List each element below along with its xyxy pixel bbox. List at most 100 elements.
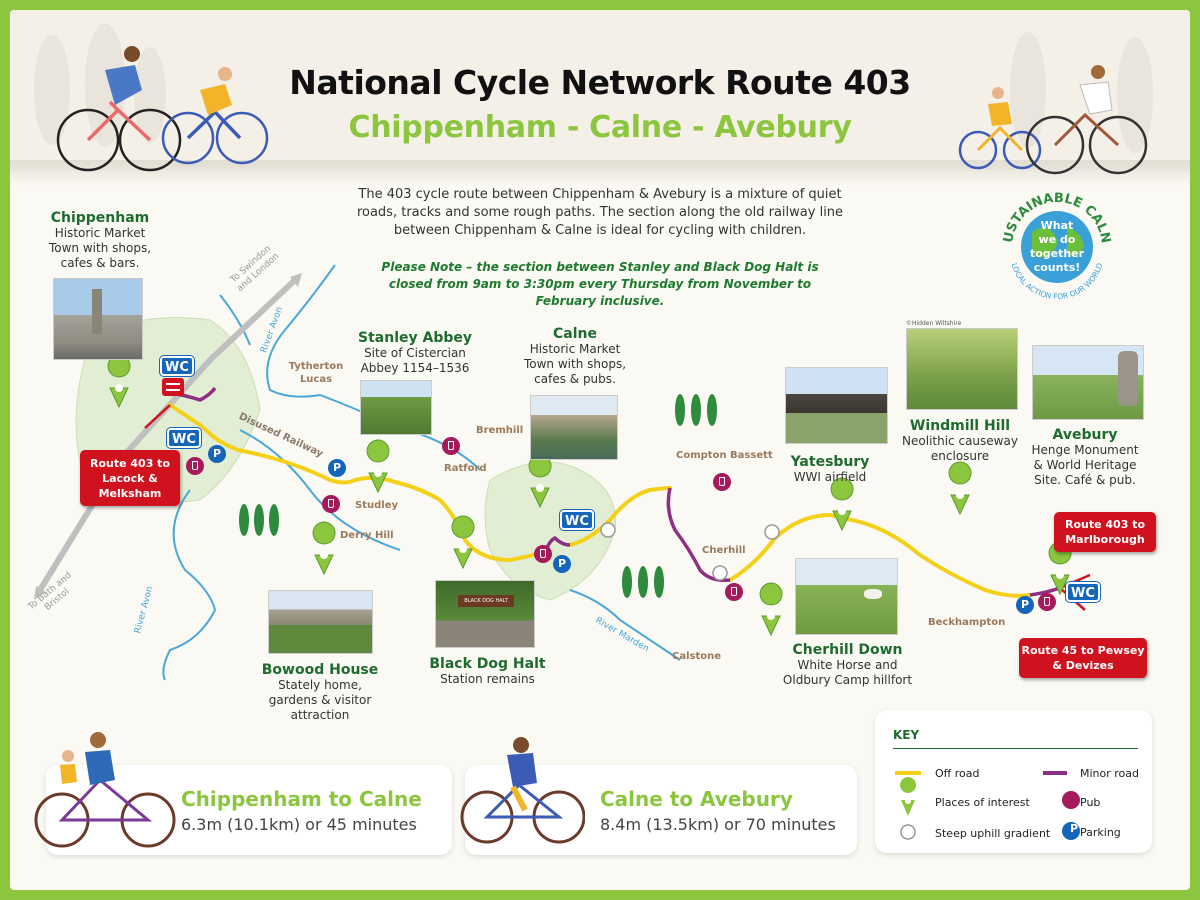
town-tytherton: Tytherton Lucas	[288, 361, 344, 385]
place-title: Yatesbury	[790, 454, 870, 470]
place-avebury: Avebury Henge Monument & World Heritage …	[1025, 427, 1145, 488]
header-tree-left-icon	[34, 23, 166, 147]
cyclist-left-icon	[56, 100, 269, 172]
parking-icon: P	[1016, 596, 1034, 614]
town-bremhill: Bremhill	[476, 425, 524, 436]
photo-avebury	[1032, 345, 1144, 420]
wc-badge: WC	[160, 356, 194, 376]
key-pub-icon	[1062, 791, 1080, 809]
red-arrow-lacock	[144, 404, 171, 429]
place-chippenham: Chippenham Historic Market Town with sho…	[45, 210, 155, 271]
wc-badge: WC	[167, 428, 201, 448]
wc-badge: WC	[1066, 582, 1100, 602]
photo-chippenham	[53, 278, 143, 360]
poi-cherhill-icon	[759, 582, 783, 637]
place-title: Stanley Abbey	[358, 330, 472, 346]
town-compton-bassett: Compton Bassett	[676, 450, 773, 461]
closure-note: Please Note – the section between Stanle…	[381, 260, 819, 308]
pub-icon	[1038, 593, 1056, 611]
place-stanley: Stanley Abbey Site of Cistercian Abbey 1…	[350, 330, 480, 376]
sustainable-calne-logo: SUSTAINABLE CALNE LOCAL ACTION FOR OUR W…	[992, 182, 1113, 301]
place-title: Chippenham	[50, 210, 150, 226]
photo-bowood	[268, 590, 373, 654]
card-chippenham-calne: Chippenham to Calne 6.3m (10.1km) or 45 …	[46, 765, 452, 855]
key-panel: KEY Off road Minor road Places of intere…	[875, 710, 1152, 853]
place-desc: Neolithic causeway enclosure	[902, 434, 1018, 463]
parking-icon: P	[328, 459, 346, 477]
key-title: KEY	[893, 728, 920, 742]
place-title: Calne	[553, 326, 597, 342]
photo-windmill	[906, 328, 1018, 410]
parking-icon: P	[208, 445, 226, 463]
poi-pins	[107, 354, 1072, 637]
arrow-to-swindon-icon	[290, 273, 302, 287]
place-title: Black Dog Halt	[429, 656, 546, 672]
pub-icon	[534, 545, 552, 563]
pub-icon	[322, 495, 340, 513]
blackdog-sign: BLACK DOG HALT	[458, 595, 514, 607]
logo-center-line: What	[1041, 219, 1074, 232]
photo-yatesbury	[785, 367, 888, 444]
logo-center-line: together	[1030, 247, 1085, 260]
header-shadow	[10, 160, 1190, 186]
logo-center-line: we do	[1039, 233, 1076, 246]
off-road-route-2	[568, 486, 672, 547]
place-title: Bowood House	[261, 662, 379, 678]
place-desc: WWI airfield	[793, 470, 867, 484]
place-desc: Station remains	[440, 672, 535, 686]
pub-icon	[442, 437, 460, 455]
town-beckhampton: Beckhampton	[928, 617, 1006, 628]
cyclist-left-riders-icon	[105, 46, 232, 115]
card-sub: 6.3m (10.1km) or 45 minutes	[181, 815, 417, 834]
place-title: Avebury	[1052, 427, 1118, 443]
pub-icon	[725, 583, 743, 601]
poi-blackdog-icon	[451, 515, 475, 570]
key-label-pub: Pub	[1080, 796, 1101, 809]
town-calstone: Calstone	[672, 651, 722, 662]
solo-cyclist-icon	[460, 737, 585, 844]
parking-icon: P	[553, 555, 571, 573]
header-illustrations	[34, 23, 1153, 175]
photo-cherhill	[795, 558, 898, 635]
place-title: Windmill Hill	[909, 418, 1011, 434]
place-desc: Stately home, gardens & visitor attracti…	[268, 678, 372, 722]
card-sub: 8.4m (13.5km) or 70 minutes	[600, 815, 836, 834]
key-label-steep: Steep uphill gradient	[935, 827, 1051, 840]
card-title: Calne to Avebury	[600, 787, 793, 811]
pub-icon	[186, 457, 204, 475]
arrow-to-bath-icon	[34, 586, 46, 600]
poi-chippenham-icon	[107, 354, 131, 409]
poi-windmill-icon	[948, 461, 972, 516]
place-title: Cherhill Down	[792, 642, 903, 658]
place-desc: Site of Cistercian Abbey 1154–1536	[360, 346, 470, 375]
poi-yatesbury-icon	[830, 477, 854, 532]
key-steep-icon	[900, 824, 916, 840]
key-label-parking: Parking	[1080, 826, 1121, 839]
pub-icon	[713, 473, 731, 491]
place-calne: Calne Historic Market Town with shops, c…	[520, 326, 630, 387]
town-studley: Studley	[355, 500, 398, 511]
poi-bowood-icon	[312, 521, 336, 576]
key-parking-letter: P	[1069, 822, 1079, 835]
key-label-off-road: Off road	[935, 767, 980, 780]
photo-credit: ©Hidden Wiltshire	[906, 320, 962, 327]
key-symbols	[895, 771, 1080, 840]
cyclist-right-icon	[958, 112, 1148, 175]
logo-center-line: counts!	[1034, 261, 1081, 274]
cyclist-right-riders-icon	[988, 65, 1113, 126]
family-cyclist-icon	[34, 732, 176, 848]
calne-area	[484, 461, 617, 601]
town-cherhill: Cherhill	[702, 545, 746, 556]
railway-station-icon	[162, 378, 184, 396]
photo-white-horse	[864, 589, 882, 599]
page-subtitle: Chippenham - Calne - Avebury	[348, 110, 852, 145]
key-divider	[893, 748, 1138, 749]
town-ratford: Ratford	[444, 463, 487, 474]
key-parking-icon	[1062, 822, 1080, 840]
place-cherhilldown: Cherhill Down White Horse and Oldbury Ca…	[780, 642, 915, 688]
page-title: National Cycle Network Route 403	[289, 63, 911, 102]
place-desc: Historic Market Town with shops, cafes &…	[48, 226, 152, 270]
photo-stanley	[360, 380, 432, 435]
poi-stanley-icon	[366, 439, 390, 494]
place-desc: White Horse and Oldbury Camp hillfort	[782, 658, 913, 687]
